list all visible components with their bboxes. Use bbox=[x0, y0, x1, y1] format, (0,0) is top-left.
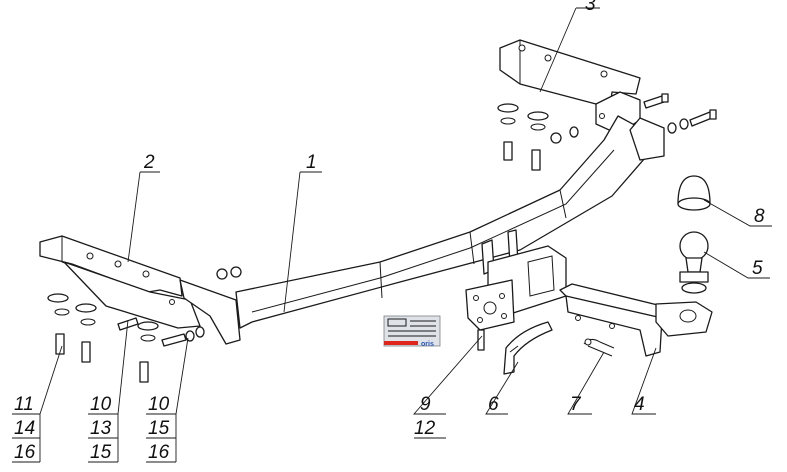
callout-10-left: 10 bbox=[90, 394, 112, 415]
receiver-bolt bbox=[477, 329, 485, 351]
callout-labels: 1 2 3 8 5 4 7 6 9 12 11 14 16 10 13 15 1… bbox=[14, 0, 765, 463]
main-cross-beam bbox=[235, 115, 665, 329]
callout-10-right: 10 bbox=[148, 394, 170, 415]
identification-plate: oris bbox=[383, 315, 441, 348]
ball-cap bbox=[677, 175, 711, 211]
callout-12: 12 bbox=[414, 418, 436, 439]
callout-15-right: 15 bbox=[148, 418, 170, 439]
callout-4: 4 bbox=[634, 394, 645, 415]
tow-ball bbox=[679, 231, 709, 294]
receiver-housing bbox=[465, 229, 567, 331]
callout-7: 7 bbox=[570, 394, 582, 415]
callout-14: 14 bbox=[14, 418, 35, 439]
callout-6: 6 bbox=[488, 394, 499, 415]
leader-lines bbox=[12, 7, 772, 463]
callout-15-left: 15 bbox=[90, 442, 112, 463]
callout-11: 11 bbox=[14, 394, 34, 415]
left-fastener-set bbox=[47, 266, 242, 383]
callout-16-left: 16 bbox=[14, 442, 36, 463]
callout-3: 3 bbox=[585, 0, 596, 15]
plate-logo-text: oris bbox=[421, 341, 434, 348]
callout-9: 9 bbox=[420, 394, 431, 415]
callout-13: 13 bbox=[90, 418, 112, 439]
callout-5: 5 bbox=[752, 258, 763, 279]
callout-1: 1 bbox=[306, 152, 317, 173]
locking-pin bbox=[503, 321, 553, 375]
callout-2: 2 bbox=[143, 152, 155, 173]
left-mounting-bracket bbox=[39, 235, 241, 345]
spring-clip bbox=[583, 338, 615, 357]
callout-16-right: 16 bbox=[148, 442, 170, 463]
callout-8: 8 bbox=[754, 206, 765, 227]
removable-draw-bar bbox=[559, 283, 713, 357]
right-fastener-set bbox=[497, 93, 717, 171]
